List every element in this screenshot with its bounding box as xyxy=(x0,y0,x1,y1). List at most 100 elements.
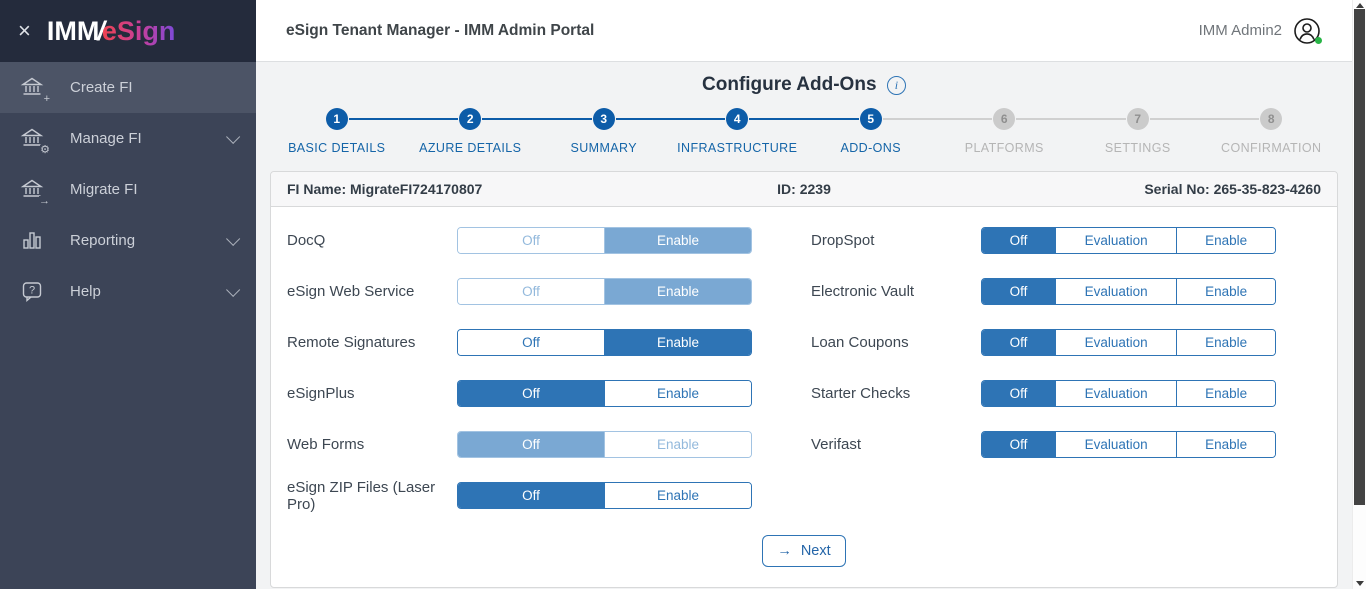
toggle-option-off-electronic-vault[interactable]: Off xyxy=(982,279,1055,304)
toggle-option-evaluation-dropspot[interactable]: Evaluation xyxy=(1055,228,1177,253)
step-connector xyxy=(882,118,938,120)
close-sidebar-icon[interactable]: × xyxy=(18,18,31,43)
step-connector xyxy=(1071,118,1126,120)
addon-label: Electronic Vault xyxy=(811,283,915,300)
user-avatar-icon[interactable] xyxy=(1292,16,1322,46)
step-number: 7 xyxy=(1126,108,1149,130)
sidebar-item-reporting[interactable]: Reporting xyxy=(0,215,256,266)
toggle-option-evaluation-verifast[interactable]: Evaluation xyxy=(1055,432,1177,457)
toggle-option-off-starter-checks[interactable]: Off xyxy=(982,381,1055,406)
scroll-down-icon[interactable] xyxy=(1355,581,1364,586)
sidebar-item-label: Migrate FI xyxy=(70,181,138,198)
toggle-option-off-verifast[interactable]: Off xyxy=(982,432,1055,457)
toggle-option-enable-starter-checks[interactable]: Enable xyxy=(1176,381,1275,406)
step-label: INFRASTRUCTURE xyxy=(677,141,798,155)
toggle-option-enable-esign-zip-files-laser-pro-[interactable]: Enable xyxy=(604,483,751,508)
toggle-option-off-remote-signatures[interactable]: Off xyxy=(458,330,604,355)
toggle-option-enable-verifast[interactable]: Enable xyxy=(1176,432,1275,457)
step-connector xyxy=(1016,118,1071,120)
chevron-down-icon xyxy=(226,231,241,246)
toggle-option-off-web-forms: Off xyxy=(458,432,604,457)
step-connector xyxy=(1204,118,1260,120)
toggle-option-off-loan-coupons[interactable]: Off xyxy=(982,330,1055,355)
imm-esign-logo: IMM/eSign xyxy=(47,16,176,47)
sidebar-item-label: Help xyxy=(70,283,101,300)
sidebar: × IMM/eSign +Create FI⚙Manage FI → Migrate… xyxy=(0,0,256,589)
logo-esign: eSign xyxy=(101,15,176,46)
bank-arrow-icon: → xyxy=(20,177,50,207)
toggle-option-enable-docq: Enable xyxy=(604,228,751,253)
toggle-option-enable-electronic-vault[interactable]: Enable xyxy=(1176,279,1275,304)
chevron-down-icon xyxy=(226,129,241,144)
toggle-option-evaluation-electronic-vault[interactable]: Evaluation xyxy=(1055,279,1177,304)
toggle-option-enable-web-forms: Enable xyxy=(604,432,751,457)
scrollbar-thumb[interactable] xyxy=(1354,9,1365,505)
sidebar-item-help[interactable]: ? Help xyxy=(0,266,256,317)
main-area: eSign Tenant Manager - IMM Admin Portal … xyxy=(256,0,1352,589)
next-button[interactable]: → Next xyxy=(762,535,846,567)
toggle-option-enable-esignplus[interactable]: Enable xyxy=(604,381,751,406)
addon-label: Remote Signatures xyxy=(287,334,416,351)
step-number: 4 xyxy=(726,108,749,130)
step-number: 3 xyxy=(592,108,615,130)
addon-label: Starter Checks xyxy=(811,385,911,402)
info-icon[interactable]: i xyxy=(886,75,906,95)
sidebar-item-label: Manage FI xyxy=(70,130,142,147)
step-connector xyxy=(615,118,671,120)
toggle-option-evaluation-starter-checks[interactable]: Evaluation xyxy=(1055,381,1177,406)
sidebar-nav: +Create FI⚙Manage FI → Migrate FI Reporting… xyxy=(0,62,256,317)
step-connector xyxy=(804,118,859,120)
toggle-option-enable-remote-signatures[interactable]: Enable xyxy=(604,330,751,355)
step-connector xyxy=(348,118,404,120)
toggle-option-off-esignplus[interactable]: Off xyxy=(458,381,604,406)
addon-label: eSignPlus xyxy=(287,385,355,402)
logo-imm: IMM xyxy=(46,15,100,46)
step-number: 8 xyxy=(1260,108,1283,130)
toggle-option-evaluation-loan-coupons[interactable]: Evaluation xyxy=(1055,330,1177,355)
sidebar-item-migrate-fi[interactable]: → Migrate FI xyxy=(0,164,256,215)
toggle-option-enable-loan-coupons[interactable]: Enable xyxy=(1176,330,1275,355)
fi-name: FI Name: MigrateFI724170807 xyxy=(287,181,483,197)
vertical-scrollbar[interactable] xyxy=(1352,0,1366,589)
scroll-up-icon[interactable] xyxy=(1355,3,1364,8)
toggle-option-off-docq: Off xyxy=(458,228,604,253)
toggle-option-enable-dropspot[interactable]: Enable xyxy=(1176,228,1275,253)
step-connector xyxy=(937,118,993,120)
toggle-option-off-dropspot[interactable]: Off xyxy=(982,228,1055,253)
step-connector xyxy=(670,118,726,120)
toggle-option-off-esign-zip-files-laser-pro-[interactable]: Off xyxy=(458,483,604,508)
svg-text:?: ? xyxy=(29,284,35,296)
step-connector xyxy=(537,118,592,120)
step-connector xyxy=(482,118,537,120)
step-label: SETTINGS xyxy=(1104,141,1171,155)
step-label: AZURE DETAILS xyxy=(419,141,522,155)
user-menu[interactable]: IMM Admin2 xyxy=(1199,16,1322,46)
online-status-dot xyxy=(1315,36,1322,44)
sidebar-item-label: Reporting xyxy=(70,232,136,249)
sidebar-item-manage-fi[interactable]: ⚙Manage FI xyxy=(0,113,256,164)
addon-label: eSign Web Service xyxy=(287,283,415,300)
step-number: 5 xyxy=(859,108,882,130)
sidebar-item-create-fi[interactable]: +Create FI xyxy=(0,62,256,113)
chevron-down-icon xyxy=(226,282,241,297)
next-row: → Next xyxy=(271,521,1337,587)
addon-label: Web Forms xyxy=(287,436,365,453)
